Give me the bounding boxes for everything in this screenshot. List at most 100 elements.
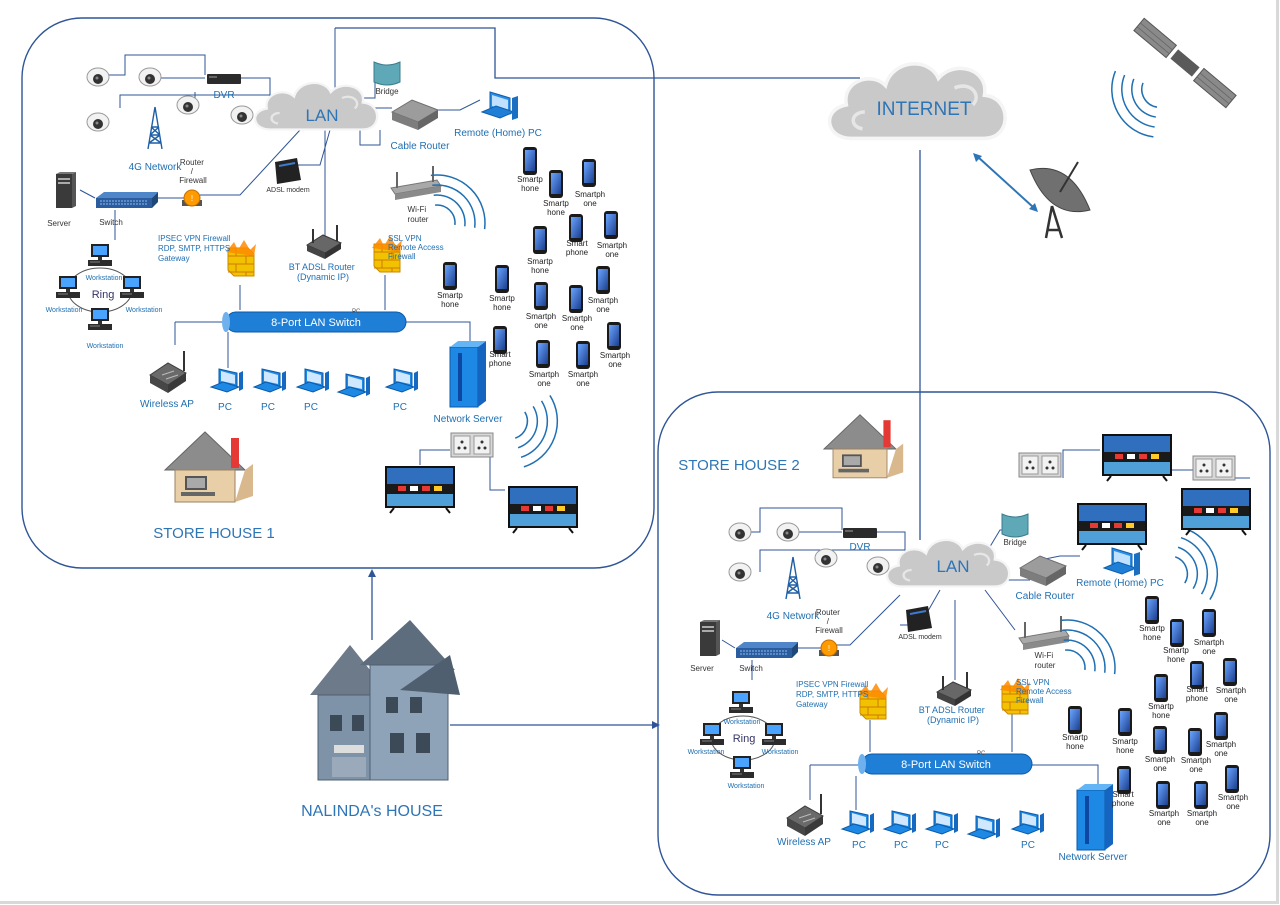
smartphone-icon[interactable] — [1154, 674, 1168, 702]
wall-outlet-icon[interactable] — [1018, 452, 1062, 478]
cctv-camera-icon[interactable] — [176, 95, 200, 115]
router-firewall-icon[interactable] — [818, 639, 840, 657]
switch-icon[interactable] — [735, 641, 799, 659]
smart-tv-icon[interactable] — [1180, 487, 1252, 536]
smartphone-icon[interactable] — [596, 266, 610, 294]
dvr-icon[interactable] — [207, 74, 241, 84]
smartphone-icon[interactable] — [1170, 619, 1184, 647]
cctv-camera-icon[interactable] — [776, 522, 800, 542]
workstation-icon[interactable] — [762, 723, 786, 745]
cable-router-icon[interactable] — [1019, 555, 1067, 587]
wifi-signal-icon — [1166, 520, 1229, 607]
smartphone-icon[interactable] — [1118, 708, 1132, 736]
workstation-icon[interactable] — [56, 276, 80, 298]
workstation-icon[interactable] — [700, 723, 724, 745]
s2-ph12-b: phone — [1112, 799, 1135, 808]
cctv-camera-icon[interactable] — [138, 67, 162, 87]
smartphone-icon[interactable] — [1153, 726, 1167, 754]
cctv-camera-icon[interactable] — [86, 112, 110, 132]
smartphone-icon[interactable] — [536, 340, 550, 368]
smartphone-icon[interactable] — [604, 211, 618, 239]
cctv-camera-icon[interactable] — [728, 522, 752, 542]
pc-icon[interactable] — [296, 368, 330, 393]
server-icon[interactable] — [56, 172, 76, 208]
wireless-ap-icon[interactable] — [786, 793, 824, 837]
wifi-router-icon[interactable] — [390, 165, 442, 201]
smart-tv-icon[interactable] — [1101, 433, 1173, 482]
smartphone-icon[interactable] — [1145, 596, 1159, 624]
network-server-icon[interactable] — [449, 340, 487, 408]
smart-tv-icon[interactable] — [507, 485, 579, 534]
router-firewall-icon[interactable] — [181, 189, 203, 207]
smart-tv-icon[interactable] — [1076, 502, 1148, 551]
workstation-icon[interactable] — [729, 691, 753, 713]
store1-bt-line1: BT ADSL Router — [289, 262, 355, 272]
smartphone-icon[interactable] — [576, 341, 590, 369]
bridge-icon[interactable] — [373, 61, 401, 86]
smartphone-icon[interactable] — [1068, 706, 1082, 734]
workstation-icon[interactable] — [88, 244, 112, 266]
pc-icon[interactable] — [253, 368, 287, 393]
wireless-ap-icon[interactable] — [149, 350, 187, 394]
cell-tower-icon[interactable] — [147, 106, 163, 150]
network-server-icon[interactable] — [1076, 783, 1114, 851]
cable-router-icon[interactable] — [391, 99, 439, 131]
smartphone-icon[interactable] — [569, 214, 583, 242]
pc-icon[interactable] — [841, 810, 875, 835]
store2-ipsec-line3: Gateway — [796, 700, 828, 709]
pc-icon[interactable] — [925, 810, 959, 835]
smartphone-icon[interactable] — [495, 265, 509, 293]
bt-adsl-router-icon[interactable] — [306, 224, 342, 260]
bridge-icon[interactable] — [1001, 513, 1029, 538]
smartphone-icon[interactable] — [534, 282, 548, 310]
switch-icon[interactable] — [95, 191, 159, 209]
pc-icon[interactable] — [883, 810, 917, 835]
cctv-camera-icon[interactable] — [814, 548, 838, 568]
pc-icon[interactable] — [385, 368, 419, 393]
workstation-icon[interactable] — [120, 276, 144, 298]
wall-outlet-icon[interactable] — [450, 432, 494, 458]
server-icon[interactable] — [700, 620, 720, 656]
pc-icon[interactable] — [967, 815, 1001, 840]
adsl-modem-icon[interactable] — [905, 605, 933, 633]
workstation-icon[interactable] — [88, 308, 112, 330]
remote-pc-icon[interactable] — [1103, 547, 1141, 577]
smartphone-icon[interactable] — [533, 226, 547, 254]
smartphone-icon[interactable] — [1194, 781, 1208, 809]
smartphone-icon[interactable] — [1188, 728, 1202, 756]
dvr-icon[interactable] — [843, 528, 877, 538]
pc-icon[interactable] — [1011, 810, 1045, 835]
adsl-modem-icon[interactable] — [274, 157, 302, 185]
smartphone-icon[interactable] — [569, 285, 583, 313]
smartphone-icon[interactable] — [549, 170, 563, 198]
smartphone-icon[interactable] — [1225, 765, 1239, 793]
smartphone-icon[interactable] — [523, 147, 537, 175]
workstation-icon[interactable] — [730, 756, 754, 778]
smartphone-icon[interactable] — [443, 262, 457, 290]
lan-switch-icon[interactable] — [222, 311, 407, 333]
s1-ph14-b: one — [537, 379, 551, 388]
remote-pc-icon[interactable] — [481, 91, 519, 121]
pc-icon[interactable] — [337, 373, 371, 398]
wifi-router-icon[interactable] — [1018, 615, 1070, 651]
smartphone-icon[interactable] — [1202, 609, 1216, 637]
cctv-camera-icon[interactable] — [866, 556, 890, 576]
smartphone-icon[interactable] — [607, 322, 621, 350]
smartphone-icon[interactable] — [1223, 658, 1237, 686]
pc-icon[interactable] — [210, 368, 244, 393]
cctv-camera-icon[interactable] — [728, 562, 752, 582]
smartphone-icon[interactable] — [1156, 781, 1170, 809]
bt-adsl-router-icon[interactable] — [936, 671, 972, 707]
cctv-camera-icon[interactable] — [230, 105, 254, 125]
smartphone-icon[interactable] — [1214, 712, 1228, 740]
cctv-camera-icon[interactable] — [86, 67, 110, 87]
lan-switch-icon[interactable] — [858, 753, 1033, 775]
smart-tv-icon[interactable] — [384, 465, 456, 514]
wall-outlet-icon[interactable] — [1192, 455, 1236, 481]
cell-tower-icon[interactable] — [785, 556, 801, 600]
smartphone-icon[interactable] — [582, 159, 596, 187]
internet-cloud[interactable]: INTERNET — [827, 62, 1007, 141]
